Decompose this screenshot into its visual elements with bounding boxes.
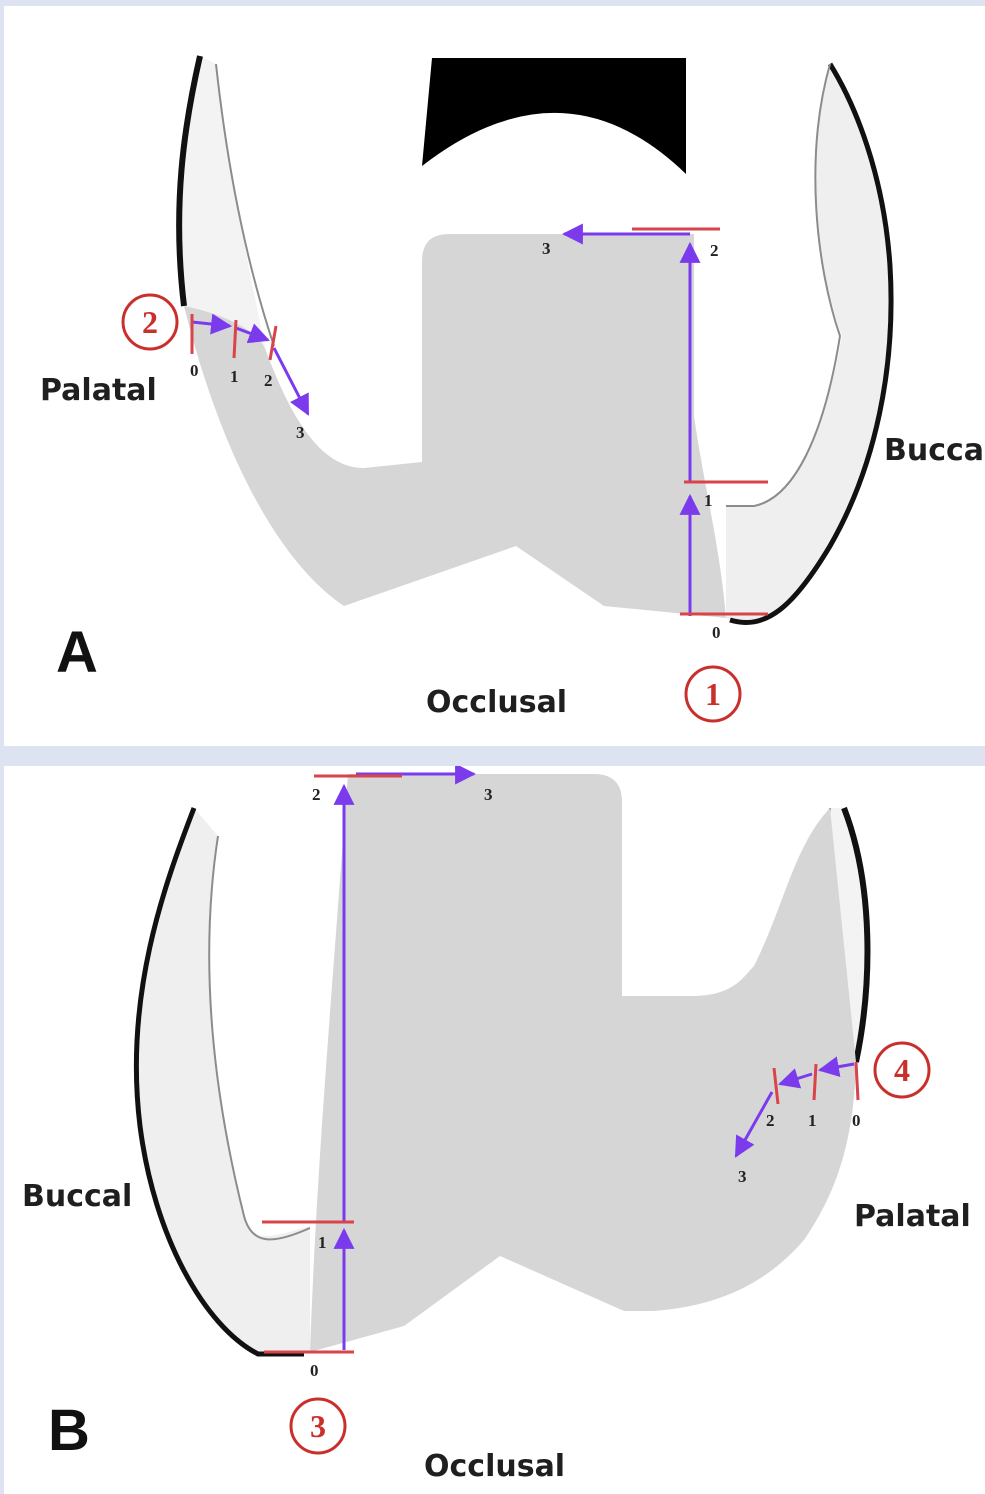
marker-2-label: 2 [142, 304, 158, 340]
panel-b: 0 1 2 3 0 1 2 3 4 3 Buccal Palatal Occlu… [4, 766, 985, 1494]
path3-tick-0: 0 [310, 1361, 319, 1380]
occlusal-label-a: Occlusal [426, 685, 567, 720]
path2-tick-2: 2 [264, 371, 273, 390]
path2-tick-3: 3 [296, 423, 305, 442]
crown-b-fill [310, 774, 856, 1352]
buccal-label-a: Buccal [884, 433, 985, 468]
occlusal-label-b: Occlusal [424, 1449, 565, 1484]
panel-letter-b: B [48, 1398, 90, 1463]
path4-tick-3: 3 [738, 1167, 747, 1186]
buccal-label-b: Buccal [22, 1179, 132, 1214]
left-wall-b [136, 808, 310, 1352]
diagram-a: 0 1 2 3 0 1 2 3 2 1 Palatal Buccal Occlu… [4, 6, 985, 746]
panel-letter-a: A [56, 620, 98, 685]
panel-a: 0 1 2 3 0 1 2 3 2 1 Palatal Buccal Occlu… [4, 6, 985, 746]
path4-tick-2: 2 [766, 1111, 775, 1130]
path3-tick-1: 1 [318, 1233, 327, 1252]
path1-tick-0: 0 [712, 623, 721, 642]
marker-3-label: 3 [310, 1408, 326, 1444]
palatal-label-a: Palatal [40, 373, 157, 408]
path3-tick-2: 2 [312, 785, 321, 804]
path4-tick-0: 0 [852, 1111, 861, 1130]
palatal-label-b: Palatal [854, 1199, 971, 1234]
path3-tick-3: 3 [484, 785, 493, 804]
path2-tick-0: 0 [190, 361, 199, 380]
diagram-b: 0 1 2 3 0 1 2 3 4 3 Buccal Palatal Occlu… [4, 766, 985, 1494]
path1-tick-2: 2 [710, 241, 719, 260]
path4-tick-1: 1 [808, 1111, 817, 1130]
path1-tick-3: 3 [542, 239, 551, 258]
path1-tick-1: 1 [704, 491, 713, 510]
marker-1-label: 1 [705, 676, 721, 712]
path2-tick-1: 1 [230, 367, 239, 386]
crown-a [184, 234, 726, 618]
marker-4-label: 4 [894, 1052, 910, 1088]
black-mass-a [422, 58, 686, 174]
